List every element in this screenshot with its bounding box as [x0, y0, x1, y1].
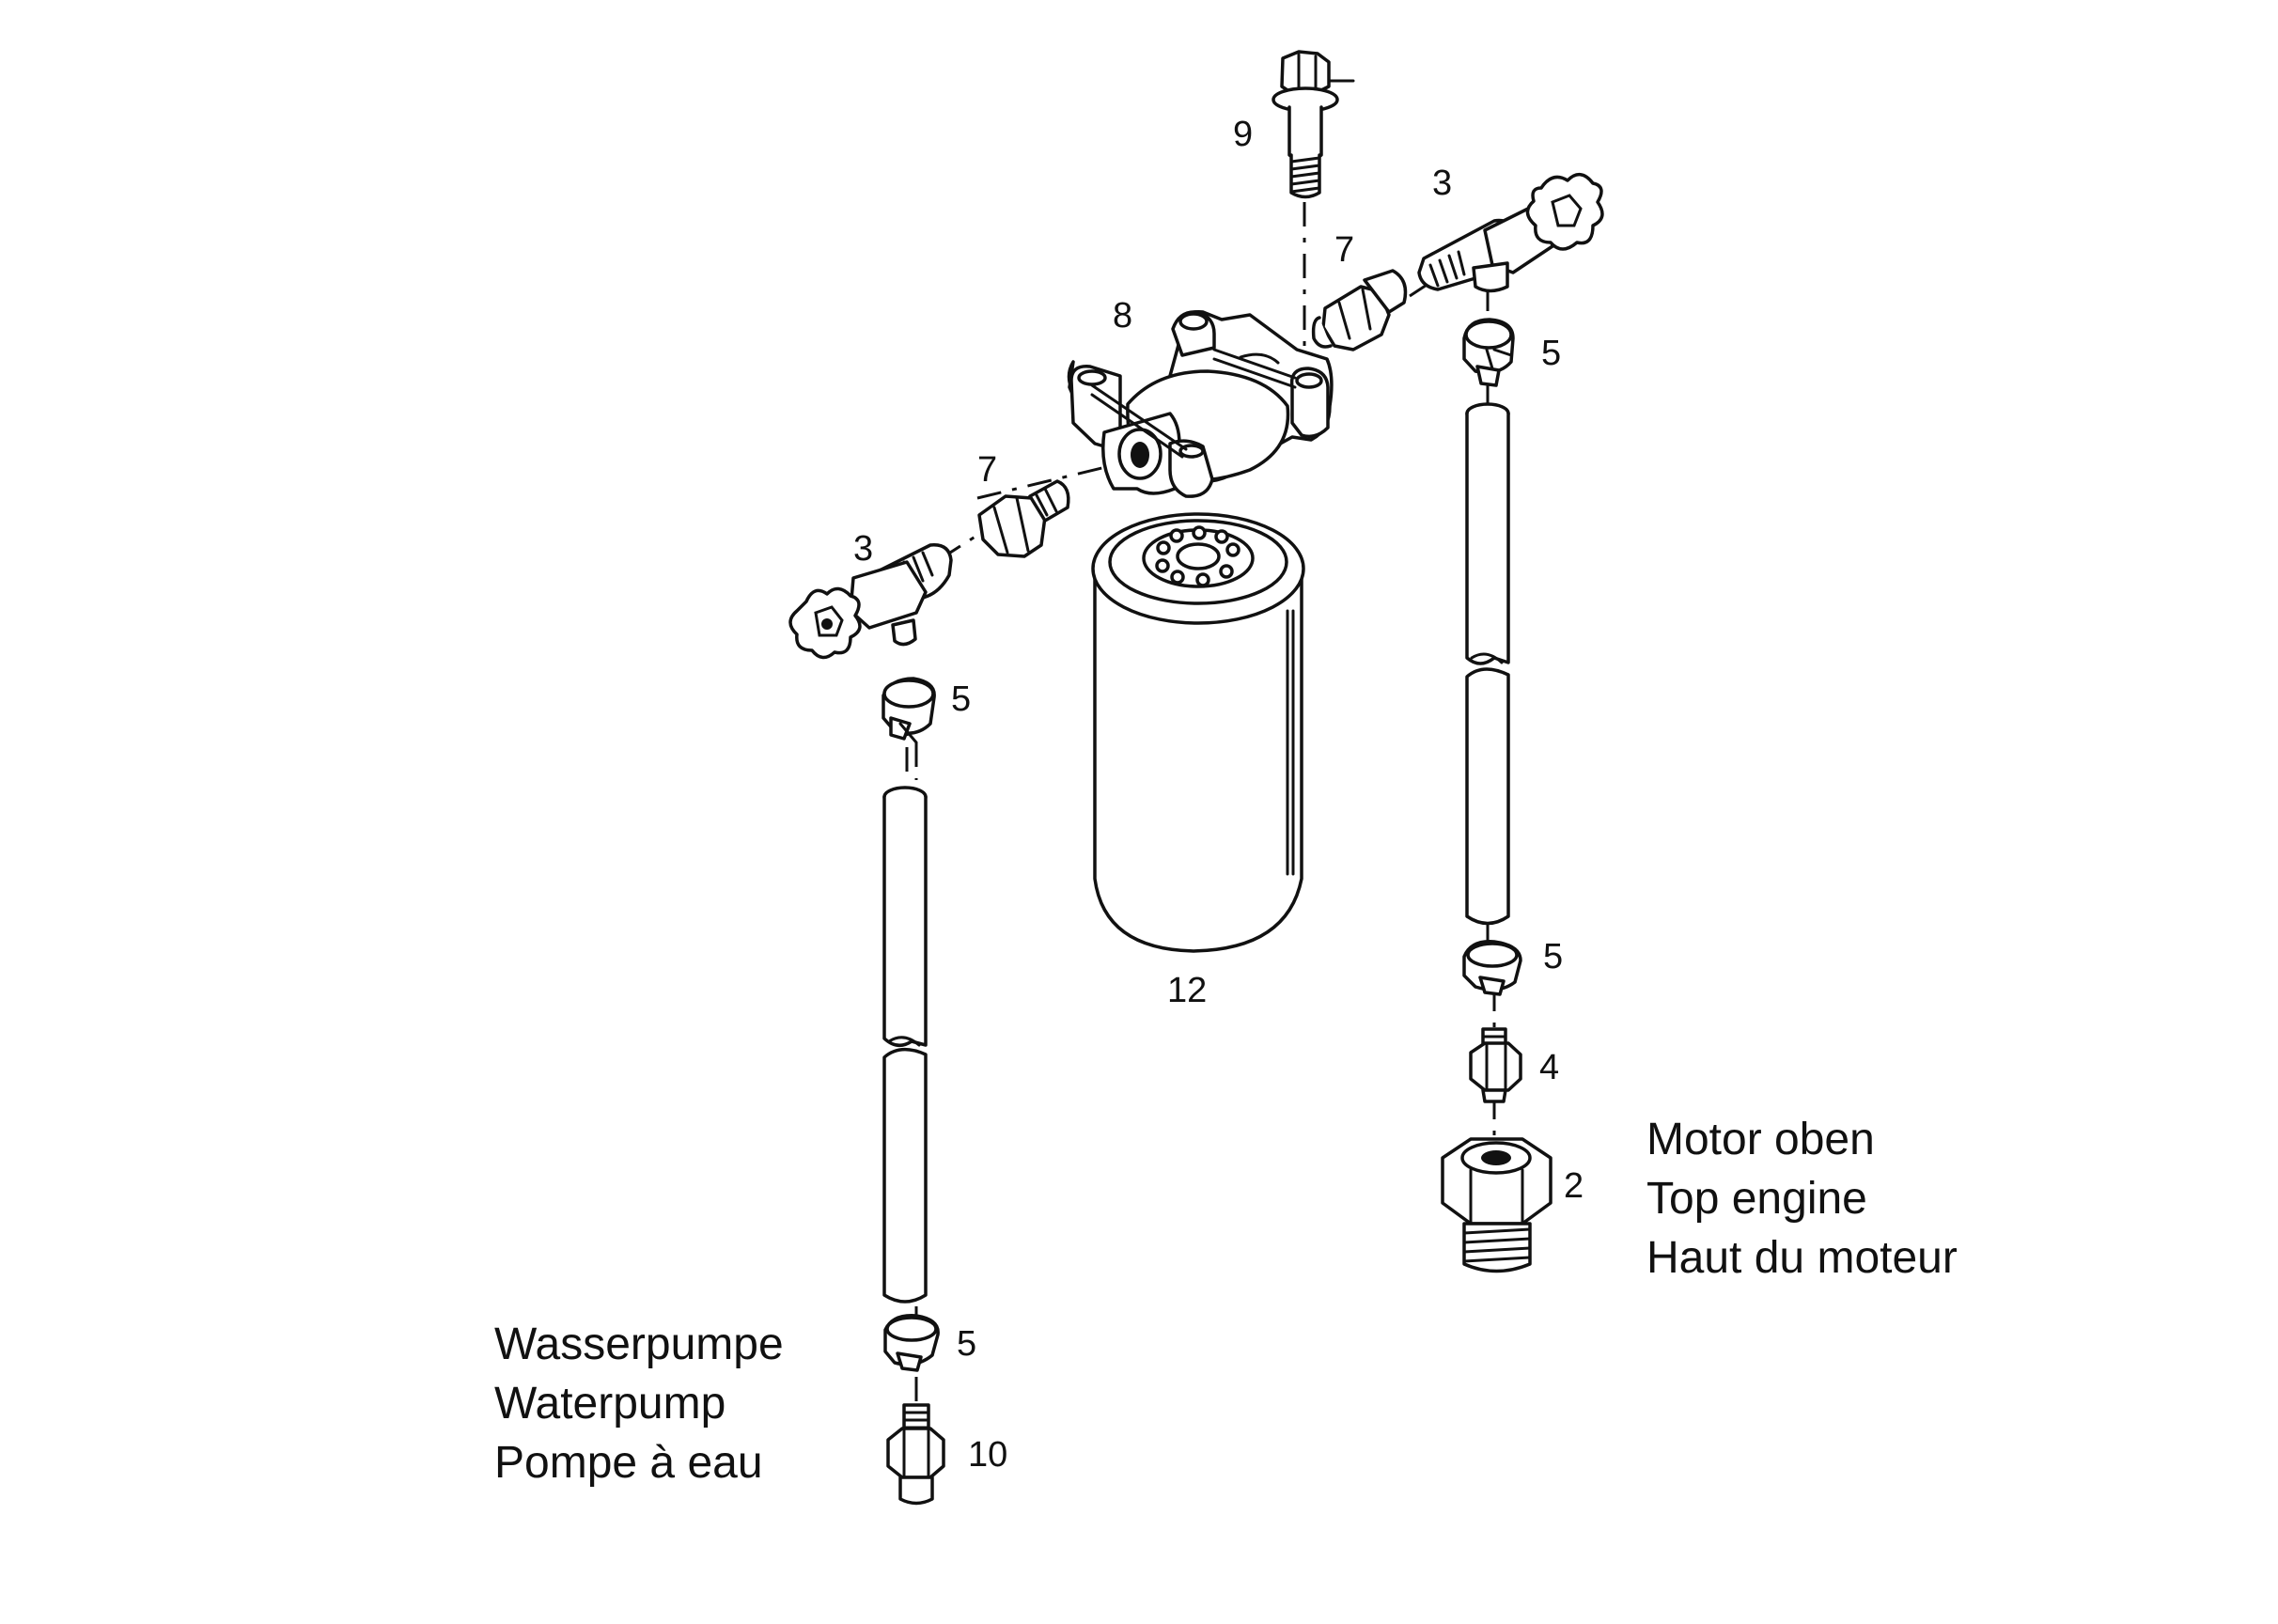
nipple-part-7-right [1311, 269, 1408, 351]
caption-pump-en: Waterpump [494, 1379, 726, 1429]
adapter-part-2 [1441, 1137, 1552, 1273]
caption-engine-fr: Haut du moteur [1646, 1233, 1958, 1283]
caption-pump-fr: Pompe à eau [494, 1438, 763, 1488]
callout-9: 9 [1233, 115, 1253, 154]
fitting-part-10 [886, 1403, 945, 1506]
callout-7-left: 7 [977, 450, 997, 490]
union-part-4 [1469, 1027, 1522, 1103]
callout-5-left-bottom: 5 [957, 1324, 976, 1364]
callout-5-right-bottom: 5 [1543, 937, 1563, 976]
nipple-part-7-left [977, 479, 1070, 558]
bolt-part-9 [1272, 50, 1355, 199]
caption-engine-top: Motor oben Top engine Haut du moteur [1646, 1115, 1958, 1283]
tap-part-3-right [1417, 173, 1604, 293]
callout-2: 2 [1564, 1166, 1584, 1206]
caption-engine-en: Top engine [1646, 1174, 1867, 1224]
tap-part-3-left [788, 543, 953, 660]
callout-5-right-top: 5 [1541, 334, 1561, 373]
callout-labels: 9 3 7 8 5 7 3 5 12 5 4 2 5 10 [853, 115, 1584, 1475]
hose-clamp-part-5-left-top [882, 677, 936, 744]
filter-cartridge-part-12 [1091, 512, 1305, 953]
filter-head-part-8 [1067, 310, 1334, 498]
callout-5-left-top: 5 [951, 679, 971, 719]
callout-10: 10 [968, 1435, 1007, 1475]
hose-clamp-part-5-left-bottom [883, 1314, 940, 1372]
hose-right [1465, 402, 1510, 926]
callout-8: 8 [1113, 296, 1132, 336]
hose-clamp-part-5-right-bottom [1462, 940, 1522, 996]
caption-engine-de: Motor oben [1646, 1115, 1875, 1164]
callout-3-left: 3 [853, 529, 873, 569]
callout-12: 12 [1167, 971, 1207, 1010]
hose-left [882, 786, 928, 1304]
callout-3-right: 3 [1432, 164, 1452, 203]
caption-pump-de: Wasserpumpe [494, 1320, 784, 1369]
caption-water-pump: Wasserpumpe Waterpump Pompe à eau [494, 1320, 784, 1488]
callout-4: 4 [1539, 1048, 1559, 1087]
callout-7-right: 7 [1334, 230, 1354, 270]
hose-clamp-part-5-right-top [1462, 318, 1515, 387]
